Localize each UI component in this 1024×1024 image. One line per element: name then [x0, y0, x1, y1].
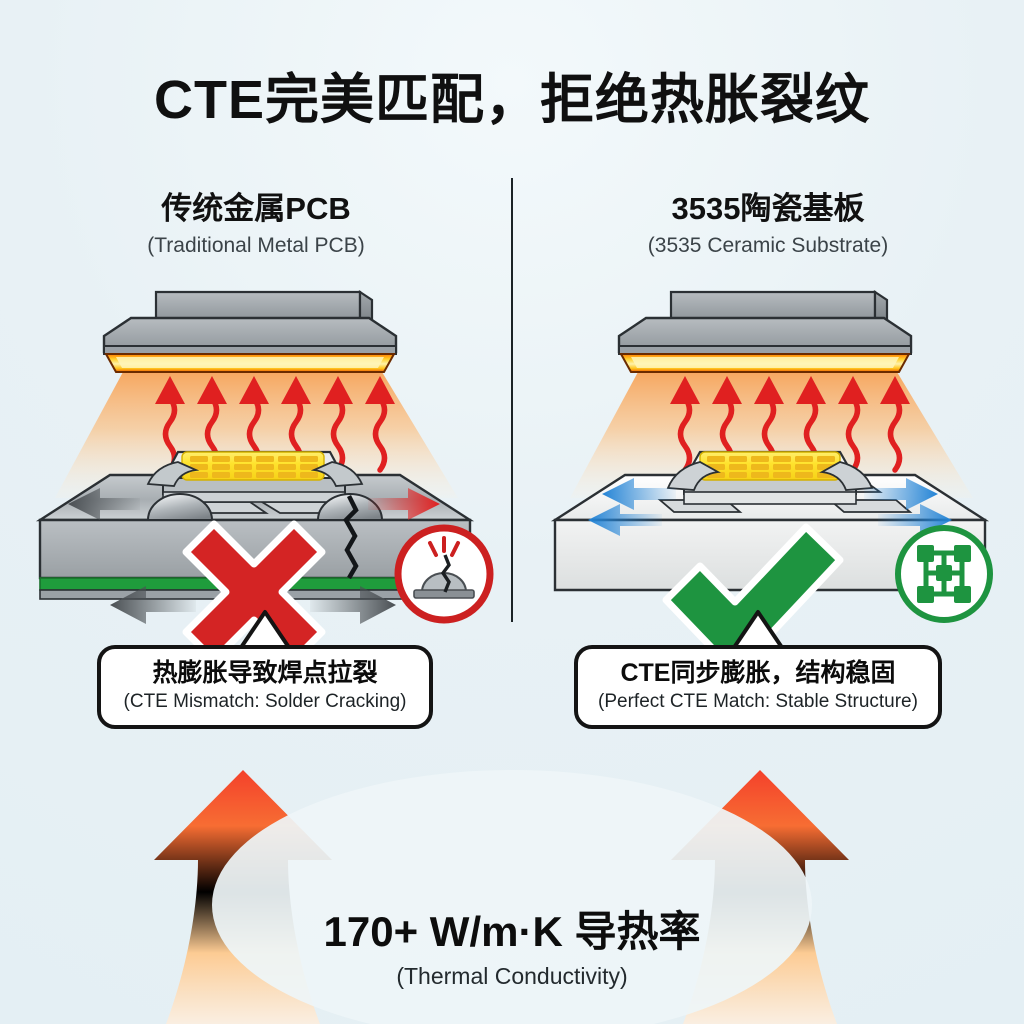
expansion-arrow-right-bottom — [310, 586, 396, 624]
left-heading-en: (Traditional Metal PCB) — [147, 233, 365, 257]
cte-arrow-right-upper — [864, 478, 938, 510]
thermal-conductivity-block: 170+ W/m·K 导热率 (Thermal Conductivity) — [0, 898, 1024, 990]
stable-lattice-structure-icon — [895, 525, 993, 623]
right-callout-en: (Perfect CTE Match: Stable Structure) — [598, 691, 918, 712]
page-title: CTE完美匹配，拒绝热胀裂纹 — [154, 70, 870, 130]
green-check-mark — [662, 523, 844, 676]
cte-arrow-left-lower — [588, 504, 662, 536]
left-panel-artwork — [35, 289, 494, 664]
right-callout-box: CTE同步膨胀，结构稳固 (Perfect CTE Match: Stable … — [574, 645, 942, 729]
solder-ball-left — [146, 493, 214, 521]
left-callout-en: (CTE Mismatch: Solder Cracking) — [123, 691, 407, 712]
right-column-heading: 3535陶瓷基板 (3535 Ceramic Substrate) — [512, 190, 1024, 260]
cracked-solder-ball-warning-icon — [394, 524, 494, 624]
solder-ball-cracked — [316, 493, 384, 521]
right-panel-artwork — [550, 289, 993, 676]
thermal-conductivity-label: (Thermal Conductivity) — [396, 963, 628, 989]
right-callout-cn: CTE同步膨胀，结构稳固 — [620, 659, 896, 687]
cte-arrow-left-upper — [602, 478, 676, 510]
vertical-divider — [511, 178, 513, 622]
right-heading-cn: 3535陶瓷基板 — [671, 191, 865, 226]
left-callout-box: 热膨胀导致焊点拉裂 (CTE Mismatch: Solder Cracking… — [97, 645, 433, 729]
expansion-arrow-left-top — [68, 488, 140, 520]
left-callout-cn: 热膨胀导致焊点拉裂 — [152, 659, 378, 687]
solder-crack — [343, 494, 359, 580]
thermal-conductivity-value: 170+ W/m·K 导热率 — [323, 908, 701, 955]
left-heading-cn: 传统金属PCB — [161, 191, 351, 226]
left-column-heading: 传统金属PCB (Traditional Metal PCB) — [0, 190, 512, 260]
expansion-arrow-left-bottom — [110, 586, 196, 624]
expansion-arrow-right-top — [368, 488, 440, 520]
right-heading-en: (3535 Ceramic Substrate) — [647, 233, 889, 257]
